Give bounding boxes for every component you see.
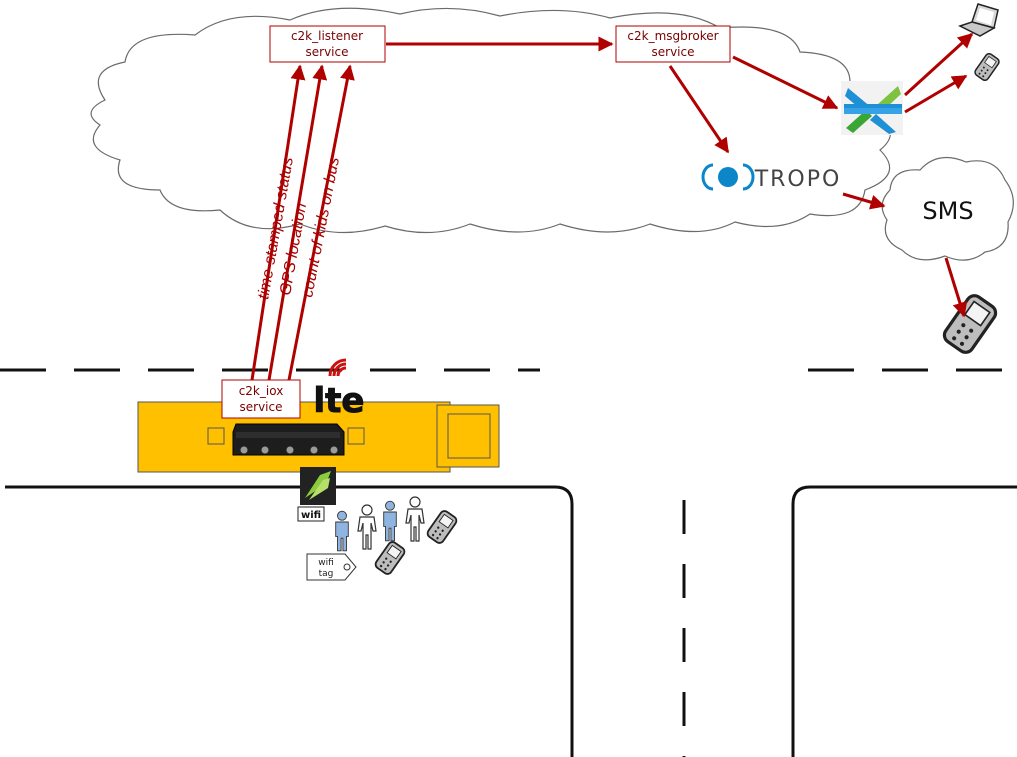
mobile-phone-icon — [972, 52, 1002, 82]
spark-to-laptop-arrow — [903, 32, 974, 97]
wifi-badge-label: wifi — [301, 510, 321, 521]
msgbroker-service-suffix: service — [652, 45, 695, 59]
iox-service-box[interactable]: c2k_iox service — [221, 379, 301, 419]
count-arrow — [287, 64, 355, 381]
listener-service-name: c2k_listener — [291, 29, 363, 43]
listener-service-box[interactable]: c2k_listener service — [269, 25, 386, 63]
iox-service-name: c2k_iox — [239, 384, 284, 398]
sms-cloud-icon: SMS — [881, 156, 1014, 261]
wifi-antenna-icon — [300, 467, 336, 505]
cloud-icon — [90, 7, 891, 234]
mobile-phone-icon — [939, 292, 1001, 356]
laptop-icon — [958, 3, 999, 37]
tropo-logo-icon: TROPO — [701, 163, 842, 192]
wifi-tag-line-1: wifi — [318, 558, 334, 568]
tropo-to-sms-arrow — [842, 192, 886, 210]
tropo-label: TROPO — [754, 167, 842, 192]
person-icon — [383, 500, 397, 542]
wifi-tag-line-2: tag — [319, 569, 334, 579]
msgbroker-service-box[interactable]: c2k_msgbroker service — [615, 25, 731, 63]
wifi-tag-icon: wifi tag — [306, 553, 357, 581]
spark-to-phone-arrow — [904, 74, 968, 114]
gps-arrow — [267, 64, 328, 381]
msgbroker-to-spark-arrow — [732, 55, 839, 110]
msgbroker-to-tropo-arrow — [668, 65, 730, 154]
lte-label: lte — [314, 381, 365, 421]
router-device-icon — [232, 423, 345, 456]
lte-badge-icon: lte — [313, 358, 365, 422]
flow-arrows — [250, 32, 974, 381]
cisco-spark-logo-icon — [841, 81, 903, 135]
mobile-phone-icon — [372, 540, 408, 576]
road-curb — [5, 485, 1017, 757]
listener-service-suffix: service — [306, 45, 349, 59]
wifi-badge-icon: wifi — [297, 506, 325, 522]
iox-service-suffix: service — [240, 400, 283, 414]
sms-label: SMS — [922, 197, 973, 225]
road-dashed-center-line — [0, 368, 1017, 757]
person-icon — [405, 496, 425, 542]
msgbroker-service-name: c2k_msgbroker — [627, 29, 718, 43]
person-icon — [335, 510, 349, 552]
sms-to-phone-arrow — [944, 257, 968, 318]
status-arrow — [250, 64, 306, 381]
mobile-phone-icon — [424, 509, 460, 545]
person-icon — [357, 504, 377, 550]
